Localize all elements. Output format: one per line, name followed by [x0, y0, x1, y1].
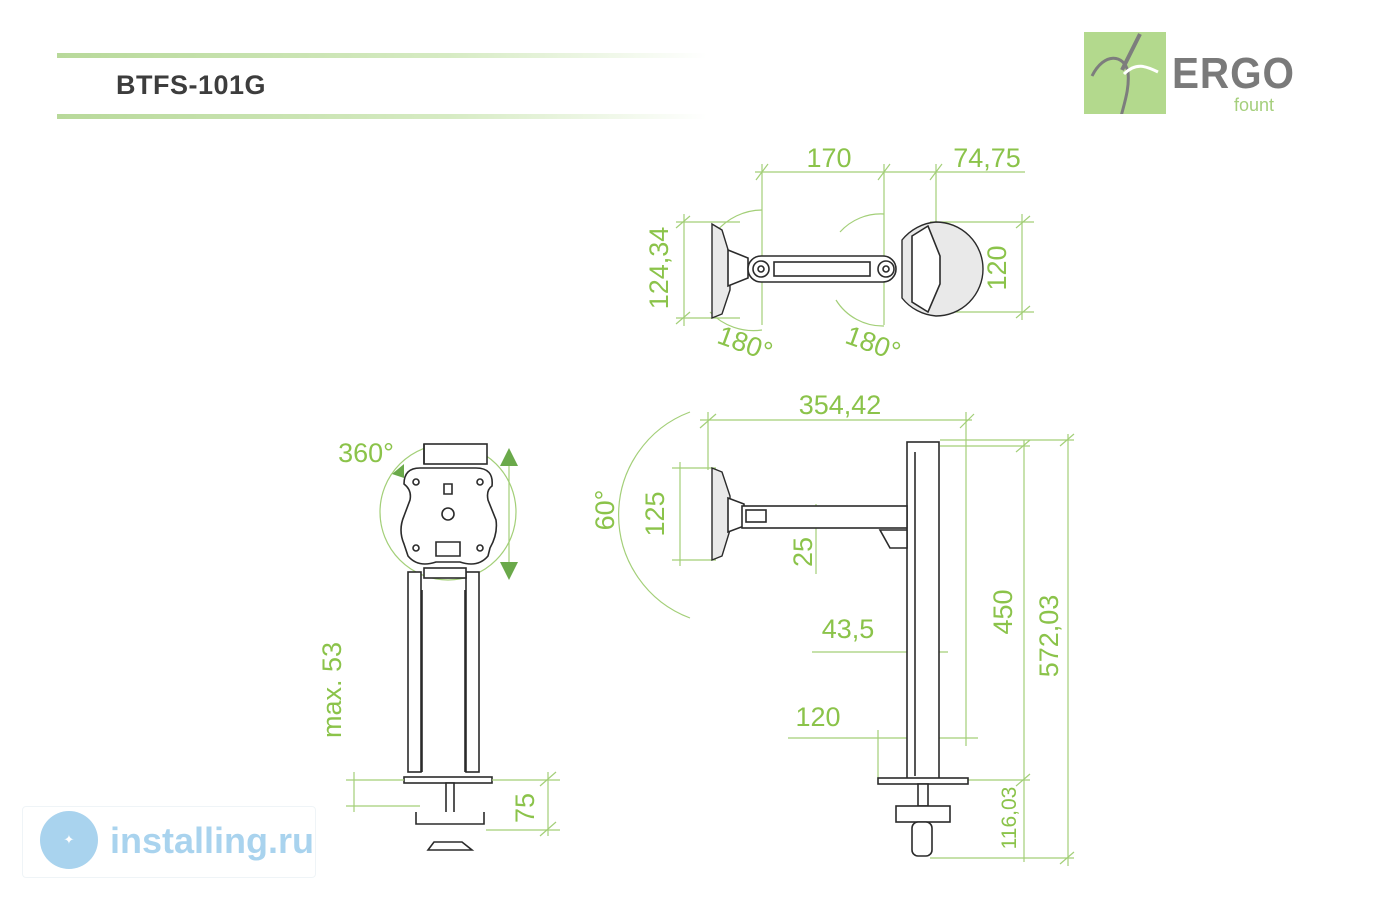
front-clamp-jaw — [415, 812, 485, 825]
logo-swoosh-icon — [1090, 33, 1159, 131]
vesa-keyhole — [443, 483, 453, 495]
tilt-arc — [618, 411, 691, 619]
tick — [1015, 773, 1031, 787]
front-post-left — [407, 571, 422, 773]
front-post-right — [465, 571, 480, 773]
side-clamp-jaw — [895, 805, 951, 823]
tick — [755, 163, 769, 181]
side-base-plate — [877, 777, 969, 785]
top-head-joint — [727, 248, 749, 288]
vesa-hole — [476, 478, 484, 486]
side-arm-lever — [878, 529, 908, 549]
tick — [1015, 305, 1031, 319]
vesa-center-bolt — [441, 507, 455, 521]
top-pivot-rear-pin — [882, 265, 890, 273]
dim-post-height: 450 — [988, 589, 1018, 634]
front-top-frame — [423, 443, 488, 465]
side-arm — [741, 505, 908, 529]
top-pivot-front-pin — [757, 265, 765, 273]
vesa-hole — [412, 478, 420, 486]
dim-total-height: 572,03 — [1034, 595, 1064, 678]
tick — [675, 215, 691, 229]
header-bottom-rule — [57, 114, 707, 119]
ergo-logo-mark — [1084, 32, 1166, 131]
top-view: 170 74,75 124,34 120 180° 180° — [644, 143, 1034, 367]
tick — [877, 163, 891, 181]
dim-pivot-offset: 74,75 — [953, 143, 1021, 173]
tick — [929, 163, 943, 181]
dim-reach: 354,42 — [799, 390, 882, 420]
dim-post-diameter: 43,5 — [822, 614, 875, 644]
rotation-arc-arm — [835, 299, 885, 327]
tick — [1059, 851, 1075, 865]
top-vesa-plate — [711, 222, 731, 320]
side-clamp-knob — [911, 821, 933, 857]
watermark-emblem-icon: ✦ — [40, 811, 98, 869]
front-clamp-knob — [426, 841, 475, 851]
top-clamp-collar — [911, 224, 941, 314]
watermark-text: installing.ru — [110, 820, 315, 861]
dim-head-rotation: 180° — [714, 320, 777, 367]
front-base-plate — [403, 776, 493, 784]
logo-subtitle: fount — [1234, 95, 1275, 115]
tick — [675, 311, 691, 325]
logo-wordmark: ERGO — [1172, 49, 1295, 98]
tick — [699, 413, 717, 429]
front-neck — [423, 567, 467, 579]
dim-clamp-width: 120 — [982, 245, 1012, 290]
dim-clamp-depth: 116,03 — [998, 787, 1021, 850]
tick — [1059, 433, 1075, 447]
dim-arm-thickness: 25 — [788, 537, 818, 567]
side-pole — [906, 441, 940, 781]
top-arm-slot — [773, 261, 871, 277]
tick — [1015, 439, 1031, 453]
vesa-lock — [435, 541, 461, 557]
arrow-up-icon — [500, 448, 518, 466]
tick — [539, 821, 557, 837]
vesa-hole — [476, 544, 484, 552]
dim-arm-length: 170 — [806, 143, 851, 173]
tick — [1015, 215, 1031, 229]
dim-arm-rotation: 180° — [842, 320, 905, 367]
rotation-arc-head — [715, 209, 763, 233]
vesa-hole — [412, 544, 420, 552]
side-arm-cap — [745, 509, 767, 523]
model-title: BTFS-101G — [116, 70, 267, 100]
front-view: 360° max. 53 75 — [317, 438, 560, 851]
tick — [959, 413, 975, 429]
rotate-arrow-icon — [392, 464, 404, 478]
side-view: 354,42 60° 125 25 43,5 120 450 572,03 11… — [590, 390, 1075, 866]
tick — [539, 771, 557, 787]
dim-mount-height: 124,34 — [644, 227, 674, 310]
side-clamp-screw — [917, 783, 929, 807]
header-top-rule — [57, 53, 707, 58]
dim-max-height: max. 53 — [317, 642, 347, 738]
dim-tilt: 60° — [590, 490, 620, 531]
arrow-down-icon — [500, 562, 518, 580]
rotation-arc-arm — [839, 213, 885, 233]
dim-plate-size: 125 — [640, 491, 670, 536]
dim-rotation-360: 360° — [338, 438, 394, 468]
dim-clamp-height: 75 — [510, 793, 540, 823]
dim-base-depth: 120 — [795, 702, 840, 732]
